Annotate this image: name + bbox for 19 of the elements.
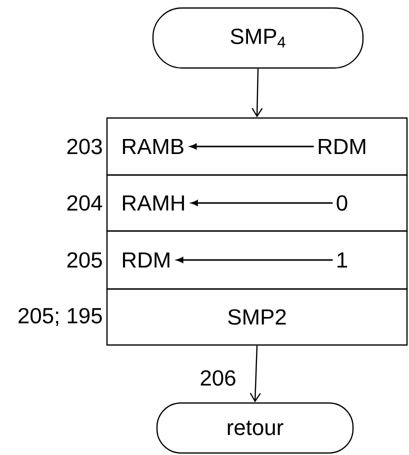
step-number: 205 <box>67 252 102 268</box>
terminal-box: SMP$_{4}$ <box>152 7 364 69</box>
assignment-arrow <box>176 257 333 263</box>
step-number: 205; 195 <box>18 308 102 326</box>
edge-label: 206 <box>200 370 236 386</box>
terminal-box: retour <box>156 402 354 454</box>
operand-text: 1 <box>338 252 348 268</box>
process-box: SMP2 <box>106 288 408 346</box>
assignment-arrow <box>190 144 314 150</box>
operand-text: RAMB <box>123 138 184 154</box>
arrow <box>250 346 261 402</box>
step-number: 204 <box>67 195 102 211</box>
operand-text: RAMH <box>123 195 184 211</box>
arrow <box>252 68 263 118</box>
operand-text: 0 <box>336 195 348 211</box>
operand-text: RDM <box>123 252 170 268</box>
operand-text: RDM <box>318 138 366 154</box>
assignment-arrow <box>191 200 333 206</box>
step-number: 203 <box>67 138 102 154</box>
